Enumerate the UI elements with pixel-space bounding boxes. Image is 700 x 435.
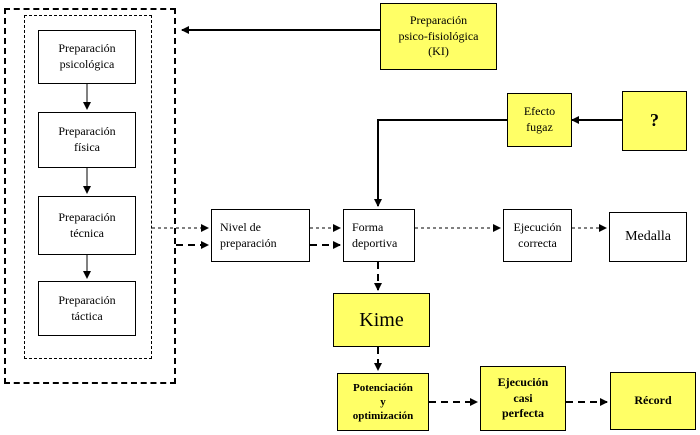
node-preparacion-psico-fisiologica: Preparación psico-fisiológica (KI) (380, 3, 497, 70)
node-potenciacion-optimizacion: Potenciación y optimización (337, 373, 429, 431)
node-efecto-fugaz: Efecto fugaz (507, 93, 572, 147)
node-kime: Kime (333, 293, 430, 347)
node-preparacion-fisica: Preparación física (38, 112, 136, 168)
preparation-group-outer-frame (4, 8, 176, 384)
node-ejecucion-correcta: Ejecución correcta (503, 209, 572, 262)
preparation-group-inner-frame (24, 15, 152, 359)
node-preparacion-psicologica: Preparación psicológica (38, 30, 136, 84)
node-forma-deportiva: Forma deportiva (343, 209, 415, 262)
node-preparacion-tecnica: Preparación técnica (38, 196, 136, 255)
node-ejecucion-casi-perfecta: Ejecución casi perfecta (480, 366, 566, 431)
node-preparacion-tactica: Preparación táctica (38, 281, 136, 336)
node-nivel-de-preparacion: Nivel de preparación (211, 209, 310, 262)
node-pregunta: ? (622, 91, 687, 151)
edge-efecto-forma (374, 119, 507, 207)
node-record: Récord (610, 372, 696, 430)
node-medalla: Medalla (609, 212, 687, 262)
